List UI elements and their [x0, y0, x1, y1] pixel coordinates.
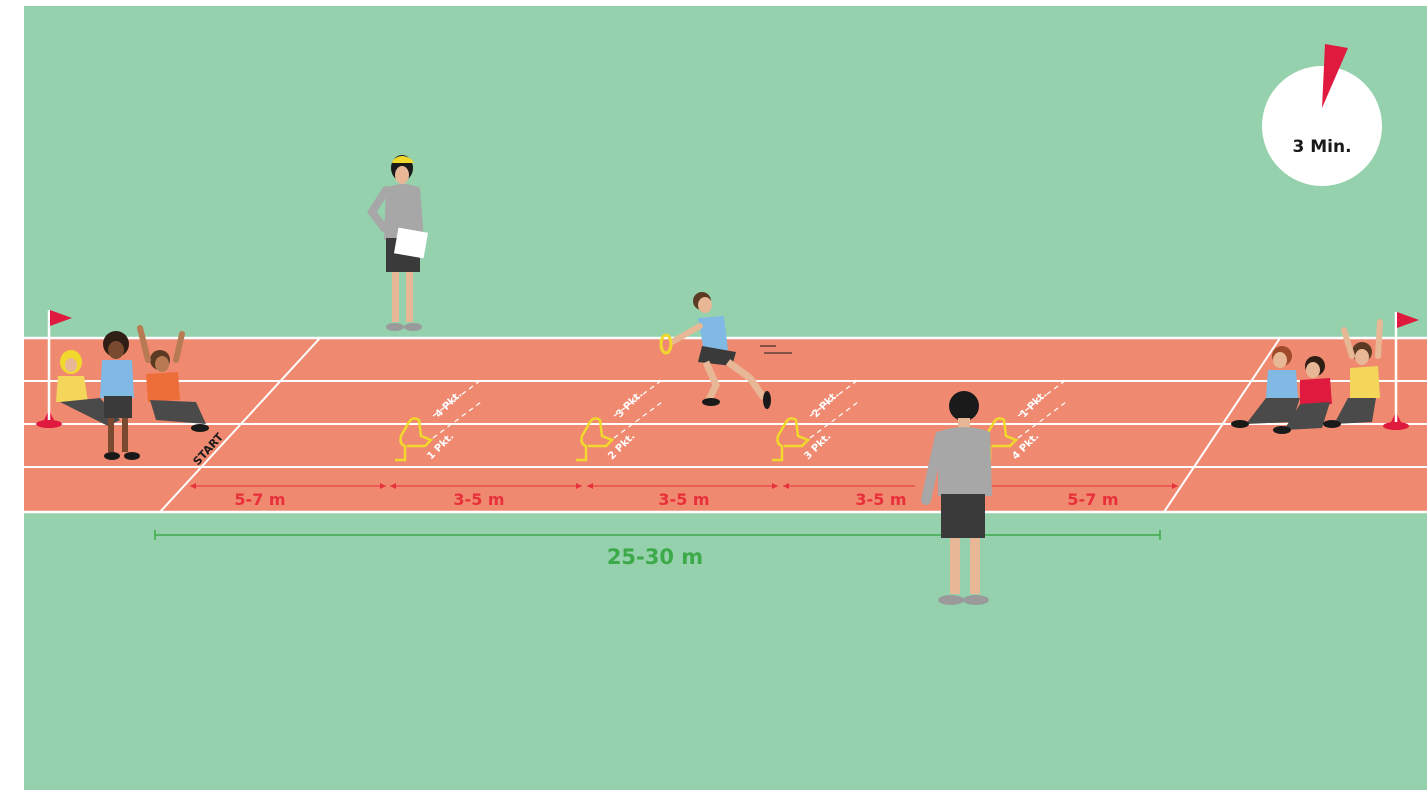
segment-label: 3-5 m: [453, 490, 504, 509]
segment-label: 3-5 m: [658, 490, 709, 509]
total-distance-label: 25-30 m: [607, 545, 703, 569]
segment-label: 5-7 m: [1067, 490, 1118, 509]
segment-label: 3-5 m: [855, 490, 906, 509]
timer-label: 3 Min.: [1292, 137, 1351, 157]
segment-label: 5-7 m: [234, 490, 285, 509]
